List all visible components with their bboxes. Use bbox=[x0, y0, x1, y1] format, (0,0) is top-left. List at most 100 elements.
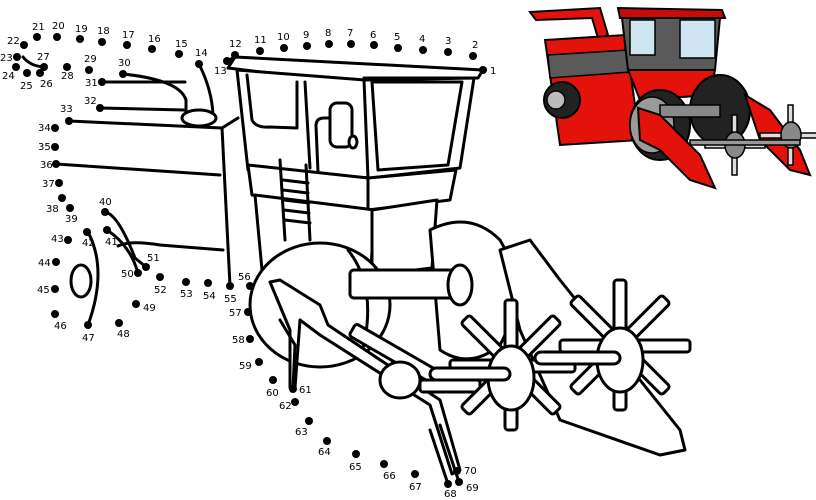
dot-number: 63 bbox=[295, 427, 308, 438]
dot-64: 64 bbox=[318, 437, 331, 458]
dot-number: 12 bbox=[229, 39, 242, 50]
dot-62: 62 bbox=[279, 398, 299, 412]
dot-number: 6 bbox=[370, 30, 376, 41]
dot-number: 30 bbox=[118, 58, 131, 69]
dot-number: 14 bbox=[195, 48, 208, 59]
dot-number: 4 bbox=[419, 34, 425, 45]
dot-marker bbox=[76, 35, 84, 43]
dot-22: 22 bbox=[7, 36, 28, 49]
dot-number: 34 bbox=[38, 123, 51, 134]
dot-marker bbox=[479, 66, 487, 74]
dot-number: 13 bbox=[214, 66, 227, 77]
dot-number: 65 bbox=[349, 462, 362, 473]
dot-number: 47 bbox=[82, 333, 95, 344]
dot-number: 35 bbox=[38, 142, 51, 153]
dot-number: 5 bbox=[394, 32, 400, 43]
dot-32: 32 bbox=[84, 96, 104, 112]
reference-window-right bbox=[679, 19, 716, 59]
dot-marker bbox=[223, 57, 231, 65]
dot-66: 66 bbox=[380, 460, 396, 482]
dot-marker bbox=[419, 46, 427, 54]
dot-marker bbox=[246, 282, 254, 290]
dot-17: 17 bbox=[122, 30, 135, 49]
dot-19: 19 bbox=[75, 24, 88, 43]
dot-marker bbox=[280, 44, 288, 52]
rear-wheel-hub bbox=[69, 263, 93, 299]
dot-marker bbox=[52, 258, 60, 266]
dot-52: 52 bbox=[154, 273, 167, 296]
dot-marker bbox=[226, 282, 234, 290]
dot-number: 20 bbox=[52, 21, 65, 32]
dot-57: 57 bbox=[229, 308, 252, 319]
dot-3: 3 bbox=[444, 36, 452, 56]
dot-number: 38 bbox=[46, 204, 59, 215]
dot-1: 1 bbox=[479, 66, 496, 77]
dot-number: 66 bbox=[383, 471, 396, 482]
dot-number: 26 bbox=[40, 79, 53, 90]
dot-number: 23 bbox=[0, 53, 13, 64]
dot-number: 53 bbox=[180, 289, 193, 300]
dot-number: 55 bbox=[224, 294, 237, 305]
dot-number: 52 bbox=[154, 285, 167, 296]
dot-51: 51 bbox=[142, 253, 160, 271]
dot-number: 54 bbox=[203, 291, 216, 302]
dot-marker bbox=[51, 124, 59, 132]
dot-marker bbox=[175, 50, 183, 58]
dot-number: 58 bbox=[232, 335, 245, 346]
dot-number: 43 bbox=[51, 234, 64, 245]
dot-25: 25 bbox=[20, 69, 33, 92]
dot-27: 27 bbox=[37, 52, 50, 71]
dot-marker bbox=[305, 417, 313, 425]
dot-67: 67 bbox=[409, 470, 422, 493]
dot-60: 60 bbox=[266, 376, 279, 399]
dot-18: 18 bbox=[97, 26, 110, 46]
dot-29: 29 bbox=[84, 54, 97, 74]
dot-61: 61 bbox=[289, 385, 312, 396]
dot-number: 9 bbox=[303, 30, 309, 41]
dot-8: 8 bbox=[325, 28, 333, 48]
dot-10: 10 bbox=[277, 32, 290, 52]
dot-marker bbox=[98, 38, 106, 46]
dot-marker bbox=[55, 179, 63, 187]
dot-marker bbox=[142, 263, 150, 271]
dot-43: 43 bbox=[51, 234, 72, 245]
dot-21: 21 bbox=[32, 22, 45, 41]
dot-70: 70 bbox=[453, 466, 477, 477]
dot-36: 36 bbox=[40, 160, 60, 171]
dot-number: 32 bbox=[84, 96, 97, 107]
dot-9: 9 bbox=[303, 30, 311, 50]
dot-50: 50 bbox=[121, 269, 142, 280]
dot-number: 2 bbox=[472, 40, 478, 51]
dot-40: 40 bbox=[99, 197, 112, 216]
dot-marker bbox=[148, 45, 156, 53]
dot-marker bbox=[52, 160, 60, 168]
dot-number: 70 bbox=[464, 466, 477, 477]
dot-marker bbox=[23, 69, 31, 77]
dot-marker bbox=[156, 273, 164, 281]
dot-number: 44 bbox=[38, 258, 51, 269]
dot-number: 8 bbox=[325, 28, 331, 39]
dot-number: 37 bbox=[42, 179, 55, 190]
dot-marker bbox=[115, 319, 123, 327]
reference-harvester-image bbox=[528, 6, 816, 190]
dot-number: 10 bbox=[277, 32, 290, 43]
dot-marker bbox=[132, 300, 140, 308]
dot-number: 64 bbox=[318, 447, 331, 458]
dot-marker bbox=[84, 321, 92, 329]
dot-marker bbox=[325, 40, 333, 48]
dot-number: 51 bbox=[147, 253, 160, 264]
dot-number: 67 bbox=[409, 482, 422, 493]
dot-number: 33 bbox=[60, 104, 73, 115]
reference-window-left bbox=[629, 19, 656, 56]
dot-26: 26 bbox=[36, 69, 53, 90]
dot-number: 7 bbox=[347, 28, 353, 39]
dot-6: 6 bbox=[370, 30, 378, 49]
dot-marker bbox=[394, 44, 402, 52]
dot-number: 60 bbox=[266, 388, 279, 399]
dot-49: 49 bbox=[132, 300, 156, 314]
dot-35: 35 bbox=[38, 142, 59, 153]
unload-pipe bbox=[121, 62, 215, 122]
dot-number: 48 bbox=[117, 329, 130, 340]
dot-65: 65 bbox=[349, 450, 362, 473]
